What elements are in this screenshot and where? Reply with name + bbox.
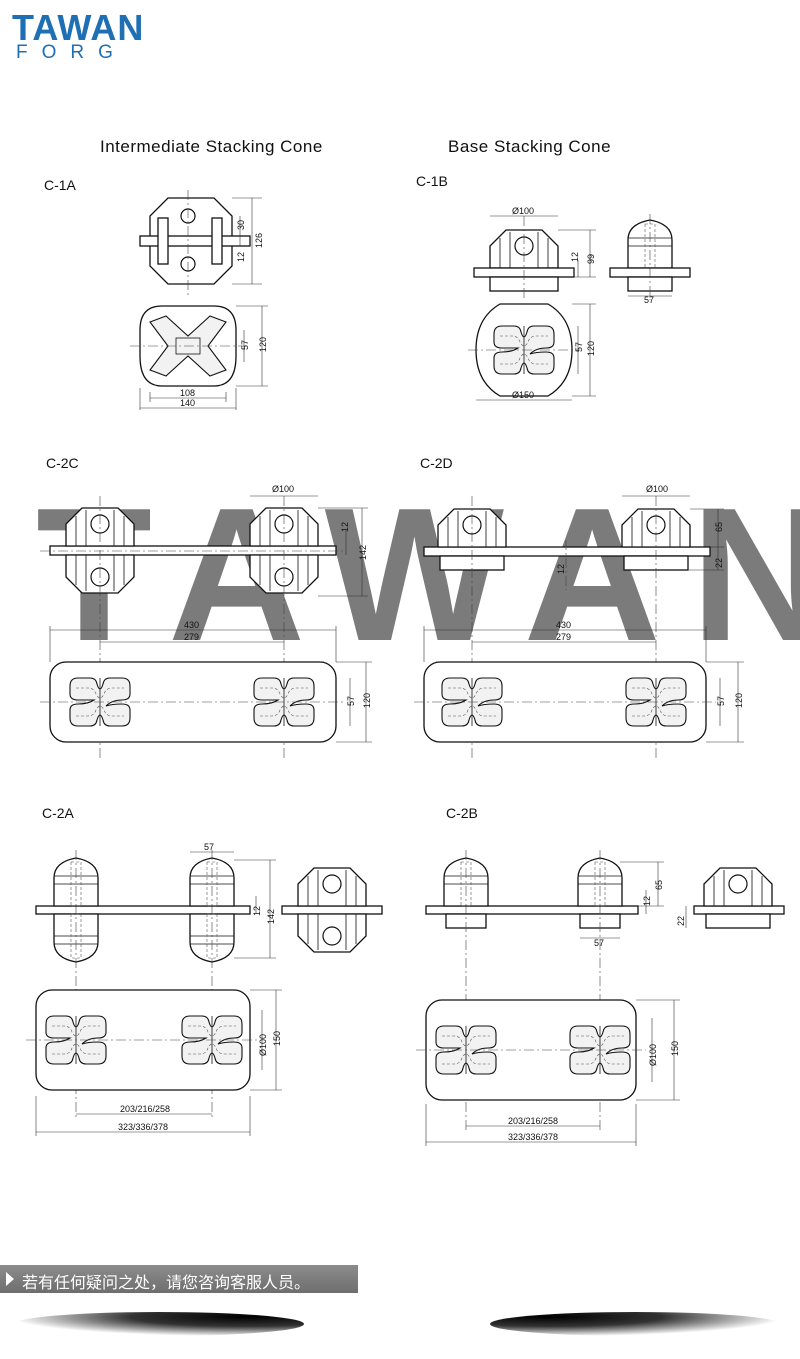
dim-c2c-279: 279 [184, 632, 199, 642]
drawing-c1a: C-1A 30 12 126 57 120 108 140 [44, 177, 268, 410]
dim-c2b-22: 22 [676, 916, 686, 926]
dim-c2a-150: 150 [272, 1031, 282, 1046]
dim-c2d-65: 65 [714, 522, 724, 532]
play-arrow-icon [6, 1272, 14, 1286]
dim-c2b-12: 12 [642, 896, 652, 906]
dim-c2b-phi100: Ø100 [648, 1044, 658, 1066]
brand-logo: TAWAN FORG [12, 7, 144, 63]
decorative-shadow-left [14, 1312, 304, 1336]
dim-c2c-phi100: Ø100 [272, 484, 294, 494]
logo-sub-text: FORG [16, 42, 127, 63]
dim-c2d-279: 279 [556, 632, 571, 642]
dim-c2b-203: 203/216/258 [508, 1116, 558, 1126]
dim-c2b-57: 57 [594, 938, 604, 948]
dim-c2b-323: 323/336/378 [508, 1132, 558, 1142]
model-label-c2c: C-2C [46, 455, 79, 471]
heading-base: Base Stacking Cone [448, 137, 611, 156]
dim-c1a-57: 57 [240, 340, 250, 350]
dim-c2d-12: 12 [556, 564, 566, 574]
dim-c2b-65: 65 [654, 880, 664, 890]
notice-bar: 若有任何疑问之处，请您咨询客服人员。 [0, 1265, 358, 1293]
dim-c2b-150: 150 [670, 1041, 680, 1056]
dim-c2d-phi100: Ø100 [646, 484, 668, 494]
dim-c1a-126: 126 [254, 233, 264, 248]
model-label-c2d: C-2D [420, 455, 453, 471]
dim-c2c-430: 430 [184, 620, 199, 630]
dim-c2a-12: 12 [252, 906, 262, 916]
dim-c2a-203: 203/216/258 [120, 1104, 170, 1114]
decorative-shadow-right [490, 1312, 780, 1336]
watermark-text: TAWAN [36, 469, 800, 681]
dim-c2a-57: 57 [204, 842, 214, 852]
dim-c1b-99: 99 [586, 254, 596, 264]
dim-c1a-30: 30 [236, 220, 246, 230]
drawing-c1b: C-1B Ø100 12 99 57 57 120 Ø150 [416, 173, 691, 401]
dim-c1b-120: 120 [586, 341, 596, 356]
model-label-c1a: C-1A [44, 177, 77, 193]
dim-c2d-120: 120 [734, 693, 744, 708]
dim-c1b-57: 57 [574, 342, 584, 352]
dim-c1b-57side: 57 [644, 295, 654, 305]
drawing-c2d: C-2D 12 Ø100 65 22 430 279 57 120 [414, 455, 744, 760]
dim-c2d-57: 57 [716, 696, 726, 706]
dim-c1b-phi100: Ø100 [512, 206, 534, 216]
dim-c1b-12: 12 [570, 252, 580, 262]
dim-c2a-phi100: Ø100 [258, 1034, 268, 1056]
dim-c1a-120: 120 [258, 337, 268, 352]
logo-main-text: TAWAN [12, 7, 144, 48]
drawing-c2a: C-2A 57 12 142 Ø100 150 203/216/258 [26, 805, 383, 1136]
model-label-c1b: C-1B [416, 173, 448, 189]
dim-c1a-140: 140 [180, 398, 195, 408]
dim-c2d-22: 22 [714, 558, 724, 568]
model-label-c2a: C-2A [42, 805, 75, 821]
dim-c2c-12: 12 [340, 522, 350, 532]
dim-c2c-120: 120 [362, 693, 372, 708]
drawing-c2c: C-2C Ø100 12 142 430 279 57 120 [40, 455, 372, 760]
heading-intermediate: Intermediate Stacking Cone [100, 137, 323, 156]
dim-c2c-142: 142 [358, 545, 368, 560]
dim-c1b-phi150: Ø150 [512, 390, 534, 400]
dim-c2a-142: 142 [266, 909, 276, 924]
model-label-c2b: C-2B [446, 805, 478, 821]
dim-c2d-430: 430 [556, 620, 571, 630]
drawing-c2b: C-2B 65 12 57 22 Ø100 150 203/216/258 [416, 805, 785, 1146]
notice-text: 若有任何疑问之处，请您咨询客服人员。 [22, 1273, 311, 1292]
dim-c1a-108: 108 [180, 388, 195, 398]
dim-c1a-12: 12 [236, 252, 246, 262]
dim-c2a-323: 323/336/378 [118, 1122, 168, 1132]
dim-c2c-57: 57 [346, 696, 356, 706]
